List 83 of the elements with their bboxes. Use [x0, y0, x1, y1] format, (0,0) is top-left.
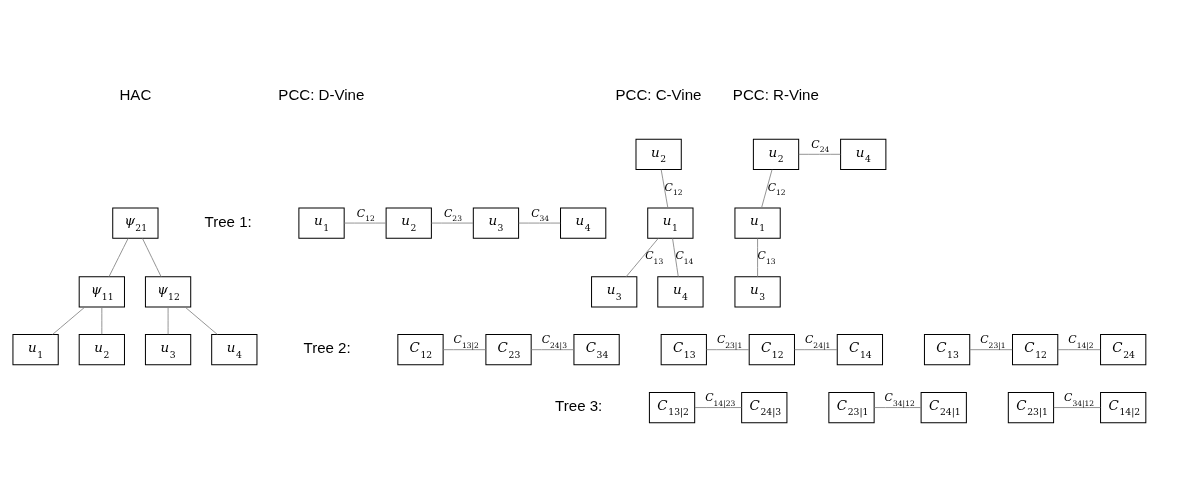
node-box: C$_{13|2}$: [648, 391, 696, 423]
edge-label: C$_{24|3}$: [541, 332, 567, 350]
edge-label: C$_{34}$: [531, 206, 550, 223]
node-box: ψ$_{11}$: [78, 275, 125, 307]
node-box: u$_{2}$: [385, 206, 432, 239]
edge-label: C$_{12}$: [767, 180, 786, 197]
connector: [518, 222, 561, 223]
connector: [530, 348, 575, 350]
node-box: u$_{3}$: [472, 206, 520, 239]
edge-label: C$_{34|12}$: [884, 390, 915, 408]
edge-label: C$_{14|23}$: [705, 390, 736, 408]
connector: [167, 306, 169, 335]
edge-label: C$_{24}$: [811, 137, 830, 154]
node-box: C$_{13}$: [923, 333, 971, 365]
connector: [625, 237, 659, 277]
edge-label: C$_{13|2}$: [453, 332, 479, 350]
connector: [1053, 406, 1101, 408]
connector: [442, 348, 487, 350]
connector: [101, 306, 103, 335]
edge-label: C$_{23|1}$: [716, 332, 743, 350]
edge-label: C$_{12}$: [356, 206, 375, 223]
node-box: C$_{12}$: [1012, 333, 1059, 365]
node-box: ψ$_{12}$: [144, 275, 192, 307]
node-box: u$_{3}$: [734, 275, 781, 307]
node-box: u$_{2}$: [635, 138, 682, 170]
connector: [660, 168, 669, 208]
node-box: C$_{24|3}$: [741, 391, 788, 423]
connector: [706, 348, 750, 350]
edge-label: C$_{13}$: [645, 248, 664, 266]
edge-label: C$_{14|2}$: [1068, 332, 1094, 350]
node-box: u$_{2}$: [78, 333, 125, 365]
node-box: u$_{4}$: [840, 138, 887, 170]
node-box: C$_{14|2}$: [1100, 391, 1147, 423]
node-box: C$_{24}$: [1100, 333, 1147, 365]
connector: [431, 222, 474, 223]
label: PCC: C-Vine: [615, 85, 702, 103]
node-box: ψ$_{21}$: [112, 206, 159, 239]
connector: [343, 222, 387, 223]
connector: [694, 406, 742, 408]
node-box: C$_{12}$: [748, 333, 795, 365]
connector: [52, 306, 86, 335]
edge-label: C$_{34|12}$: [1064, 390, 1095, 408]
connector: [672, 237, 679, 277]
node-box: u$_{4}$: [211, 333, 258, 365]
connector: [794, 348, 838, 350]
connector: [184, 306, 218, 335]
node-box: C$_{23|1}$: [1007, 391, 1055, 423]
node-box: u$_{4}$: [560, 206, 607, 239]
node-box: C$_{24|1}$: [920, 391, 967, 423]
node-box: u$_{1}$: [12, 333, 59, 365]
connector: [757, 237, 758, 277]
edge-label: C$_{23}$: [443, 206, 462, 223]
label: PCC: D-Vine: [278, 85, 365, 103]
node-box: C$_{23}$: [485, 333, 532, 365]
node-box: u$_{2}$: [752, 138, 800, 170]
node-box: u$_{1}$: [647, 206, 694, 239]
connector: [873, 406, 922, 408]
connector: [798, 153, 841, 155]
connector: [1057, 348, 1101, 350]
node-box: C$_{23|1}$: [828, 391, 875, 423]
node-box: u$_{3}$: [591, 275, 638, 307]
label: PCC: R-Vine: [732, 85, 819, 103]
edge-label: C$_{12}$: [664, 180, 683, 197]
connector: [108, 237, 129, 277]
edge-label: C$_{13}$: [757, 248, 776, 266]
node-box: C$_{13}$: [660, 333, 707, 365]
node-box: C$_{12}$: [397, 333, 444, 365]
label: Tree 1:: [204, 212, 252, 230]
node-box: u$_{3}$: [144, 333, 192, 365]
connector: [142, 237, 162, 277]
label: Tree 3:: [555, 396, 603, 414]
edge-label: C$_{24|1}$: [804, 332, 831, 350]
node-box: C$_{34}$: [573, 333, 620, 365]
connector: [761, 168, 773, 208]
node-box: u$_{4}$: [657, 275, 704, 307]
node-box: C$_{14}$: [836, 333, 884, 365]
connector: [969, 348, 1013, 350]
node-box: u$_{1}$: [298, 206, 345, 239]
edge-label: C$_{23|1}$: [980, 332, 1006, 350]
label: Tree 2:: [303, 338, 351, 356]
edge-label: C$_{14}$: [675, 248, 694, 266]
node-box: u$_{1}$: [734, 206, 781, 239]
label: HAC: [119, 85, 152, 103]
